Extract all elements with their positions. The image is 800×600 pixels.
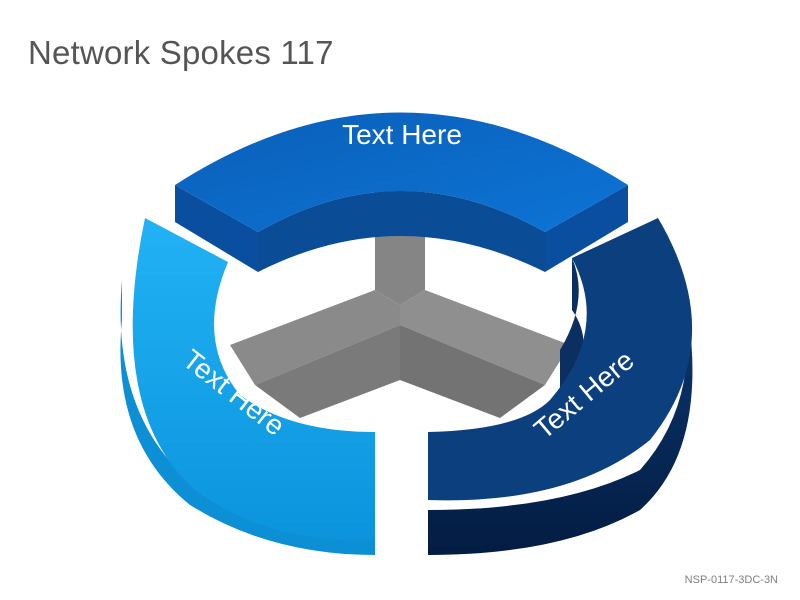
segment-right[interactable] xyxy=(428,218,693,555)
page-title: Network Spokes 117 xyxy=(28,34,334,71)
hub-spokes xyxy=(230,170,570,418)
segment-left[interactable] xyxy=(120,218,375,555)
spoke-right xyxy=(400,290,570,385)
segment-top[interactable] xyxy=(175,112,628,273)
spoke-right-side xyxy=(400,325,545,418)
segment-top-label: Text Here xyxy=(342,119,462,150)
spoke-left-side xyxy=(255,325,400,418)
slide-code: NSP-0117-3DC-3N xyxy=(684,574,778,586)
spoke-left xyxy=(230,290,400,385)
